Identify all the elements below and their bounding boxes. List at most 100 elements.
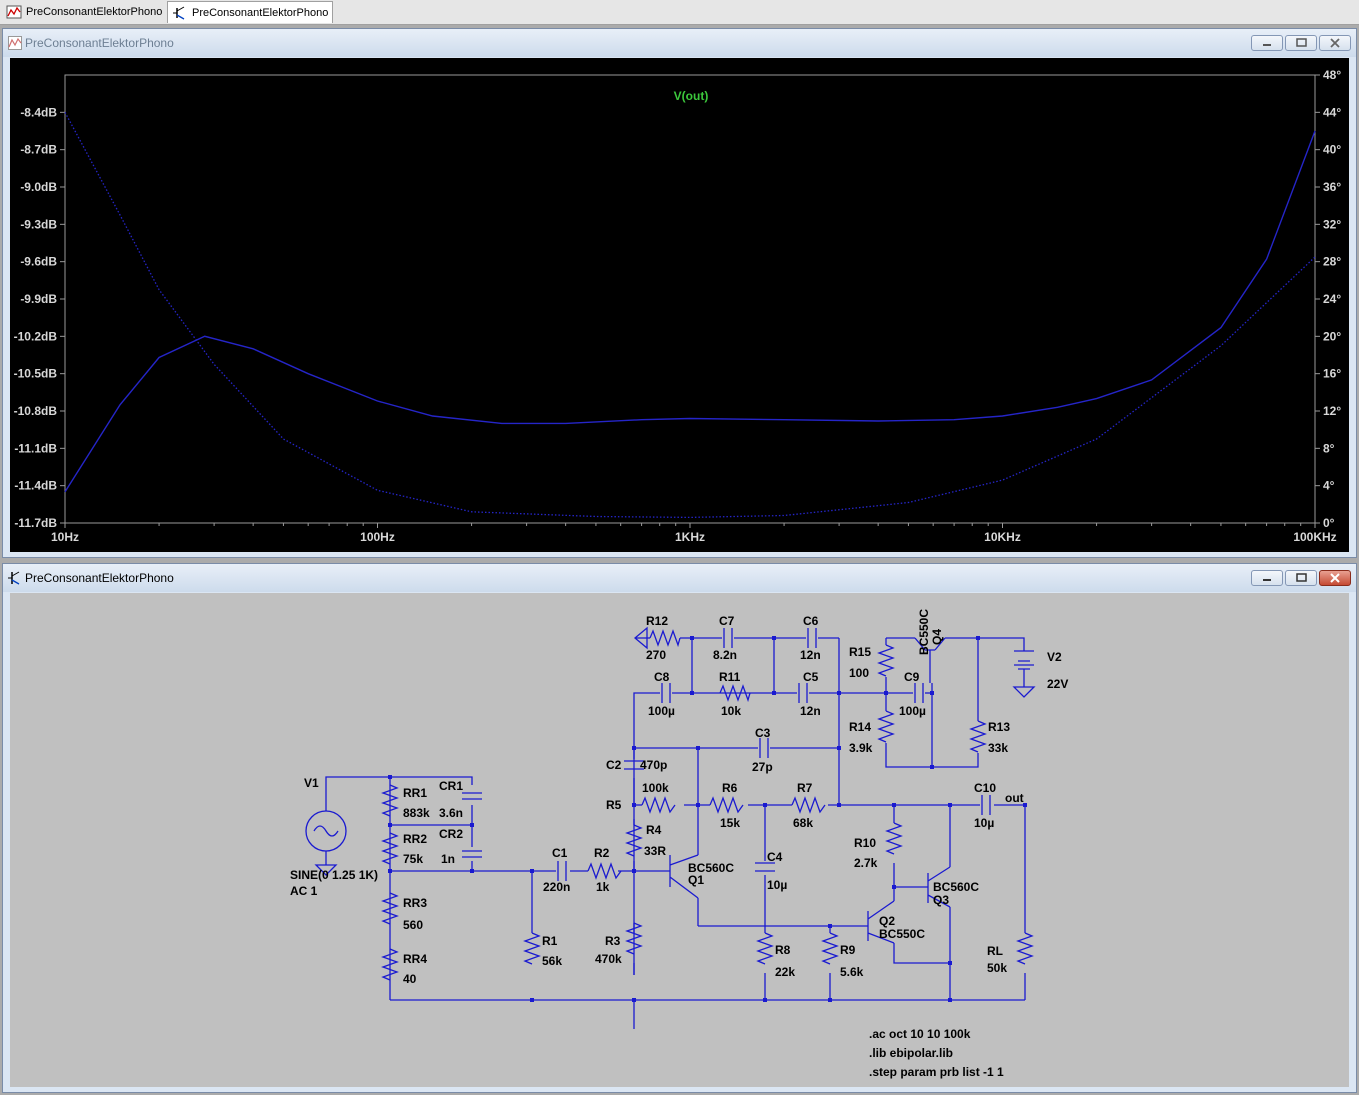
label-q1[interactable]: Q1 bbox=[688, 873, 704, 887]
label-c10[interactable]: C10 bbox=[974, 781, 996, 795]
window-titlebar[interactable]: PreConsonantElektorPhono bbox=[3, 29, 1356, 57]
label-v1[interactable]: V1 bbox=[304, 776, 319, 790]
label-r1[interactable]: R1 bbox=[542, 934, 558, 948]
directive-ac[interactable]: .ac oct 10 10 100k bbox=[869, 1027, 971, 1041]
label-r5[interactable]: R5 bbox=[606, 798, 622, 812]
value-rr4[interactable]: 40 bbox=[403, 972, 417, 986]
value-c8[interactable]: 100µ bbox=[648, 704, 675, 718]
label-rr3[interactable]: RR3 bbox=[403, 896, 427, 910]
label-c4[interactable]: C4 bbox=[767, 850, 783, 864]
label-c1[interactable]: C1 bbox=[552, 846, 568, 860]
restore-button[interactable] bbox=[1285, 570, 1317, 586]
model-q1[interactable]: BC560C bbox=[688, 861, 734, 875]
value-r12[interactable]: 270 bbox=[646, 648, 666, 662]
value-c2[interactable]: 470p bbox=[640, 758, 667, 772]
schematic-canvas[interactable]: V1 SINE(0 1.25 1K) AC 1 RR1 883k RR2 75k… bbox=[10, 593, 1349, 1087]
label-rr4[interactable]: RR4 bbox=[403, 952, 427, 966]
value-r6[interactable]: 15k bbox=[720, 816, 740, 830]
label-r11[interactable]: R11 bbox=[719, 670, 741, 684]
minimize-button[interactable] bbox=[1251, 35, 1283, 51]
bode-plot[interactable]: -8.4dB-8.7dB-9.0dB-9.3dB-9.6dB-9.9dB-10.… bbox=[10, 58, 1351, 554]
value-c3[interactable]: 27p bbox=[752, 760, 773, 774]
value-r2[interactable]: 1k bbox=[596, 880, 610, 894]
tab-schematic[interactable]: PreConsonantElektorPhono bbox=[167, 1, 333, 23]
value-r15[interactable]: 100 bbox=[849, 666, 869, 680]
window-titlebar[interactable]: PreConsonantElektorPhono bbox=[3, 564, 1356, 592]
label-cr1[interactable]: CR1 bbox=[439, 779, 463, 793]
model-q2[interactable]: BC550C bbox=[879, 927, 925, 941]
value-c7[interactable]: 8.2n bbox=[713, 648, 737, 662]
label-r2[interactable]: R2 bbox=[594, 846, 610, 860]
restore-button[interactable] bbox=[1285, 35, 1317, 51]
label-source-spec[interactable]: SINE(0 1.25 1K) bbox=[290, 868, 378, 882]
value-r1[interactable]: 56k bbox=[542, 954, 562, 968]
value-r13[interactable]: 33k bbox=[988, 741, 1008, 755]
y-left-tick-label: -8.7dB bbox=[20, 143, 57, 157]
value-r5[interactable]: 100k bbox=[642, 781, 669, 795]
close-button[interactable] bbox=[1319, 570, 1351, 586]
label-c2[interactable]: C2 bbox=[606, 758, 622, 772]
label-v2[interactable]: V2 bbox=[1047, 650, 1062, 664]
value-r14[interactable]: 3.9k bbox=[849, 741, 873, 755]
value-cr2[interactable]: 1n bbox=[441, 852, 455, 866]
model-q4[interactable]: BC550C bbox=[917, 609, 931, 655]
label-q2[interactable]: Q2 bbox=[879, 914, 895, 928]
value-c4[interactable]: 10µ bbox=[767, 878, 787, 892]
label-r9[interactable]: R9 bbox=[840, 943, 856, 957]
y-left-tick-label: -11.4dB bbox=[14, 479, 57, 493]
label-r3[interactable]: R3 bbox=[605, 934, 621, 948]
label-r14[interactable]: R14 bbox=[849, 720, 871, 734]
value-cr1[interactable]: 3.6n bbox=[439, 806, 463, 820]
value-c5[interactable]: 12n bbox=[800, 704, 821, 718]
y-left-tick-label: -9.9dB bbox=[20, 292, 57, 306]
close-button[interactable] bbox=[1319, 35, 1351, 51]
value-r9[interactable]: 5.6k bbox=[840, 965, 864, 979]
label-rr2[interactable]: RR2 bbox=[403, 832, 427, 846]
value-r8[interactable]: 22k bbox=[775, 965, 795, 979]
label-c9[interactable]: C9 bbox=[904, 670, 920, 684]
trace-label-vout[interactable]: V(out) bbox=[674, 89, 709, 103]
label-r12[interactable]: R12 bbox=[646, 614, 668, 628]
label-r15[interactable]: R15 bbox=[849, 645, 871, 659]
label-rr1[interactable]: RR1 bbox=[403, 786, 427, 800]
label-c7[interactable]: C7 bbox=[719, 614, 735, 628]
value-rl[interactable]: 50k bbox=[987, 961, 1007, 975]
label-r10[interactable]: R10 bbox=[854, 836, 876, 850]
directive-step[interactable]: .step param prb list -1 1 bbox=[869, 1065, 1004, 1079]
minimize-button[interactable] bbox=[1251, 570, 1283, 586]
label-r7[interactable]: R7 bbox=[797, 781, 813, 795]
value-c1[interactable]: 220n bbox=[543, 880, 570, 894]
value-c10[interactable]: 10µ bbox=[974, 816, 994, 830]
value-r10[interactable]: 2.7k bbox=[854, 856, 878, 870]
value-r4[interactable]: 33R bbox=[644, 844, 666, 858]
window-title: PreConsonantElektorPhono bbox=[25, 571, 174, 585]
label-r8[interactable]: R8 bbox=[775, 943, 791, 957]
label-q4[interactable]: Q4 bbox=[930, 629, 944, 645]
label-c8[interactable]: C8 bbox=[654, 670, 670, 684]
label-r4[interactable]: R4 bbox=[646, 823, 662, 837]
label-cr2[interactable]: CR2 bbox=[439, 827, 463, 841]
tab-plot[interactable]: PreConsonantElektorPhono bbox=[2, 1, 165, 23]
label-rl[interactable]: RL bbox=[987, 944, 1003, 958]
value-r7[interactable]: 68k bbox=[793, 816, 813, 830]
value-c6[interactable]: 12n bbox=[800, 648, 821, 662]
label-source-ac[interactable]: AC 1 bbox=[290, 884, 318, 898]
model-q3[interactable]: BC560C bbox=[933, 880, 979, 894]
label-r13[interactable]: R13 bbox=[988, 720, 1010, 734]
value-rr3[interactable]: 560 bbox=[403, 918, 423, 932]
value-v2[interactable]: 22V bbox=[1047, 677, 1068, 691]
value-c9[interactable]: 100µ bbox=[899, 704, 926, 718]
label-c5[interactable]: C5 bbox=[803, 670, 819, 684]
label-c6[interactable]: C6 bbox=[803, 614, 819, 628]
net-label-out[interactable]: out bbox=[1005, 791, 1024, 805]
label-q3[interactable]: Q3 bbox=[933, 893, 949, 907]
value-rr1[interactable]: 883k bbox=[403, 806, 430, 820]
value-r3[interactable]: 470k bbox=[595, 952, 622, 966]
plot-area[interactable]: -8.4dB-8.7dB-9.0dB-9.3dB-9.6dB-9.9dB-10.… bbox=[10, 58, 1349, 552]
directive-lib[interactable]: .lib ebipolar.lib bbox=[869, 1046, 953, 1060]
label-c3[interactable]: C3 bbox=[755, 726, 771, 740]
label-r6[interactable]: R6 bbox=[722, 781, 738, 795]
value-rr2[interactable]: 75k bbox=[403, 852, 423, 866]
circuit-schematic[interactable]: V1 SINE(0 1.25 1K) AC 1 RR1 883k RR2 75k… bbox=[10, 593, 1351, 1089]
value-r11[interactable]: 10k bbox=[721, 704, 741, 718]
